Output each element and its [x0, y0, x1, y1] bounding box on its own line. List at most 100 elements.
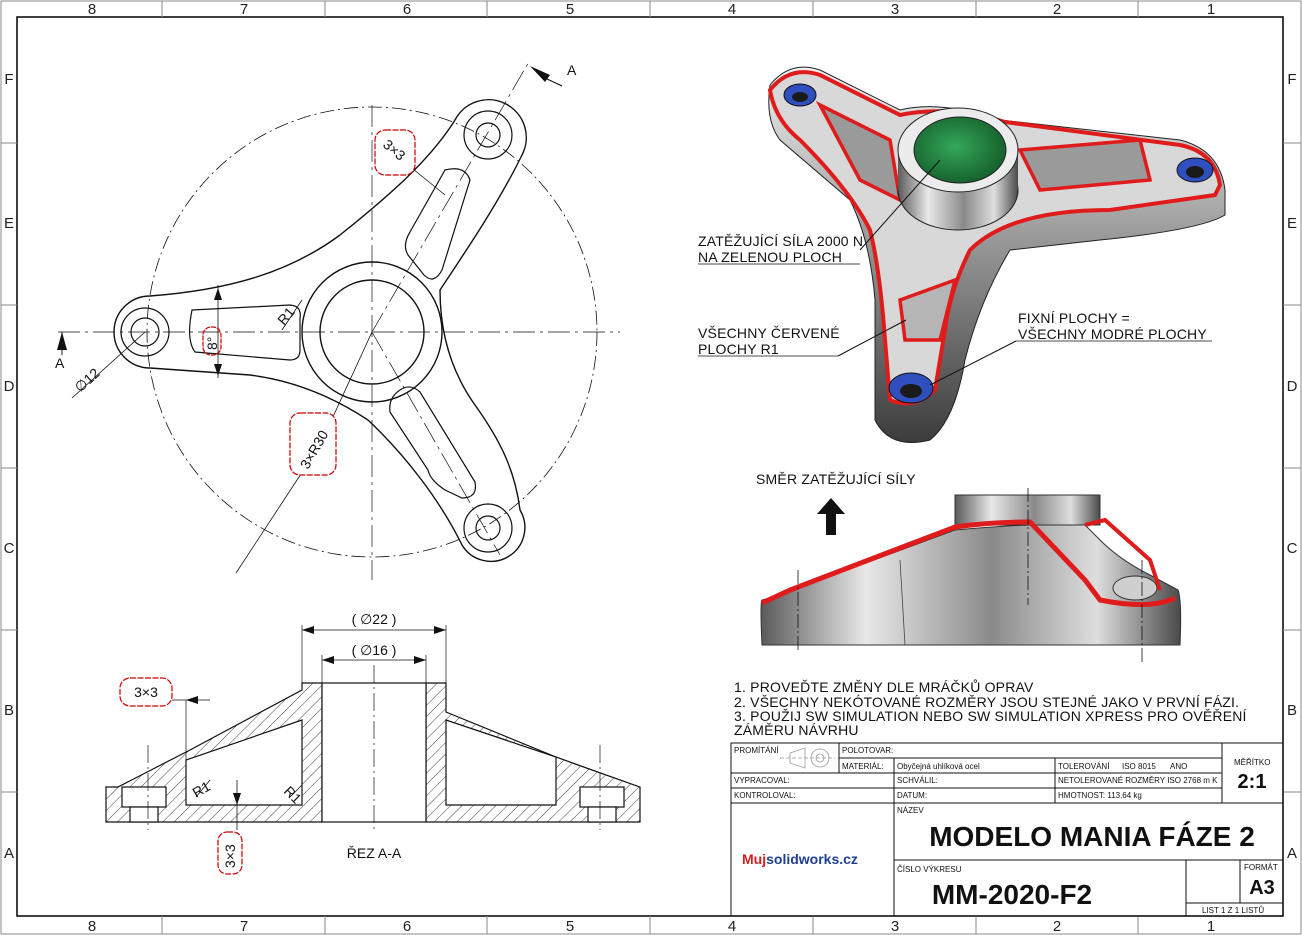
tb-logo-rest: solidworks.cz: [766, 851, 858, 867]
hub-outer: [301, 261, 443, 403]
tb-material-label: MATERIÁL:: [842, 762, 884, 771]
lower-lug-hole: [475, 515, 501, 541]
note-3-cont: ZÁMĚRU NÁVRHU: [734, 722, 859, 738]
section-r1-left-leader: [195, 779, 211, 798]
tb-logo: Mujsolidworks.cz: [742, 851, 858, 867]
note-3: 3. POUŽIJ SW SIMULATION NEBO SW SIMULATI…: [734, 708, 1247, 724]
iso-fixed-label-2: VŠECHNY MODRÉ PLOCHY: [1018, 326, 1207, 342]
upper-lug-counterbore: [463, 110, 513, 160]
cloud-3x3-top: [374, 129, 416, 176]
zone-right-b: B: [1287, 702, 1297, 719]
side-hole: [1112, 575, 1158, 601]
zone-top-3: 3: [891, 1, 899, 18]
section-pocket-left: [185, 719, 303, 806]
section-hole-left: [129, 806, 159, 823]
zone-bottom-3: 3: [891, 918, 899, 935]
tb-hmotnost: HMOTNOST: 113.64 kg: [1058, 791, 1142, 800]
zone-left-a: A: [4, 845, 14, 862]
zone-right-e: E: [1287, 215, 1297, 232]
top-view: [57, 59, 620, 580]
arm-centerline-upper: [371, 59, 531, 333]
section-line-upper: [544, 77, 563, 87]
dim-r1-top: R1: [274, 304, 298, 328]
zone-top-2: 2: [1053, 1, 1061, 18]
tb-tolerance-val: ANO: [1170, 762, 1187, 771]
isometric-view: [698, 66, 1226, 443]
tb-meritko-value: 2:1: [1238, 771, 1267, 793]
lower-pocket: [389, 386, 477, 499]
angle-arrow-bottom: [214, 364, 222, 376]
tb-meritko-label: MĚŘÍTKO: [1234, 758, 1270, 767]
zone-left-f: F: [4, 71, 13, 88]
tb-logo-mu: Muj: [742, 851, 766, 867]
dim-angle-8: 8°: [204, 337, 220, 350]
iso-hole-3: [900, 384, 922, 398]
left-pocket: [189, 304, 301, 361]
tb-vypracoval: VYPRACOVAL:: [734, 776, 790, 785]
dim-3x3-section-bottom: 3×3: [222, 844, 238, 868]
section-caption: ŘEZ A-A: [347, 845, 402, 861]
title-block: [730, 742, 1284, 917]
tb-polotovar: POLOTOVAR:: [842, 746, 893, 755]
zone-bottom-8: 8: [88, 918, 96, 935]
section-pocket-right: [445, 719, 557, 806]
iso-red-label-1: VŠECHNY ČERVENÉ: [698, 325, 840, 341]
side-body: [760, 524, 1182, 646]
upper-lug-hole: [475, 122, 501, 148]
side-red-fillet: [760, 519, 1177, 608]
section-arrow-left: [57, 332, 67, 350]
tb-cislo-value: MM-2020-F2: [932, 879, 1092, 910]
hub-bore: [319, 279, 425, 385]
section-counterbore-right: [579, 786, 625, 808]
zone-left-b: B: [4, 702, 14, 719]
iso-red-label-2: PLOCHY R1: [698, 341, 779, 357]
tb-cislo-label: ČÍSLO VÝKRESU: [897, 865, 962, 874]
tb-promitani: PROMÍTÁNÍ: [734, 746, 779, 755]
r1-leader: [281, 299, 303, 331]
tb-schvalil: SCHVÁLIL:: [897, 776, 938, 785]
iso-pocket-2: [1017, 138, 1153, 192]
zone-right-a: A: [1287, 845, 1297, 862]
title-block-frame: [730, 742, 1284, 917]
iso-fixed-label-1: FIXNÍ PLOCHY =: [1018, 310, 1130, 326]
section-label-upper: A: [567, 62, 577, 78]
tb-netolerovane: NETOLEROVANÉ ROZMĚRY ISO 2768 m K: [1058, 776, 1218, 785]
zone-top-1: 1: [1207, 1, 1215, 18]
section-label-left: A: [55, 355, 65, 371]
tb-nazev-value: MODELO MANIA FÁZE 2: [929, 821, 1255, 852]
lower-lug-counterbore: [463, 503, 513, 553]
dim-r1-section-left: R1: [190, 778, 214, 801]
iso-green-face: [913, 116, 1007, 184]
projection-symbol: [780, 747, 835, 769]
dim-dia16: ( ∅16 ): [352, 642, 397, 658]
cloud-3xr30: [289, 412, 337, 476]
iso-hole-2: [1186, 166, 1204, 178]
tb-material-value: Obyčejná uhlíková ocel: [897, 762, 980, 771]
zone-left-c: C: [4, 540, 15, 557]
iso-load-label-2: NA ZELENOU PLOCH: [698, 249, 842, 265]
zone-right-d: D: [1287, 378, 1298, 395]
dia12-leader: [71, 331, 146, 399]
cloud-3x3-section-left: [119, 677, 173, 707]
note-2: 2. VŠECHNY NEKÓTOVANÉ ROZMĚRY JSOU STEJN…: [734, 694, 1239, 710]
iso-hole-1: [792, 92, 808, 102]
section-counterbore-left: [121, 786, 167, 808]
section-view: [105, 625, 641, 830]
zone-bottom-6: 6: [403, 918, 411, 935]
zone-left-e: E: [4, 215, 14, 232]
tb-nazev-label: NÁZEV: [897, 806, 924, 815]
iso-pocket-3: [898, 277, 958, 342]
iso-load-label-1: ZATĚŽUJÍCÍ SÍLA 2000 N: [698, 233, 863, 249]
tb-format-label: FORMÁT: [1244, 863, 1278, 872]
cloud-3x3-section-bottom: [217, 831, 243, 875]
dim-dia22: ( ∅22 ): [352, 611, 397, 627]
load-direction-arrow: [817, 498, 845, 535]
iso-load-leader: [859, 159, 941, 251]
upper-pocket: [404, 168, 471, 280]
zone-bottom-2: 2: [1053, 918, 1061, 935]
zone-bottom-1: 1: [1207, 918, 1215, 935]
zone-right-c: C: [1287, 540, 1298, 557]
